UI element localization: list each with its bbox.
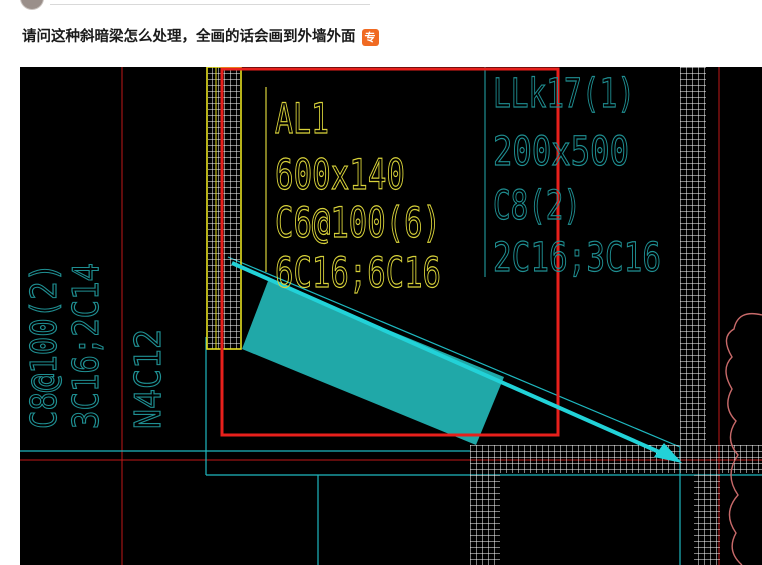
grid-column-left bbox=[208, 67, 240, 349]
llk-beam-size: 200x500 bbox=[493, 129, 629, 175]
al-beam-name: AL1 bbox=[275, 94, 329, 143]
grid-column-stub bbox=[694, 473, 720, 565]
avatar[interactable] bbox=[20, 0, 44, 10]
cad-drawing-image[interactable]: AL1 600x140 C6@100(6) 6C16;6C16 LLk17(1)… bbox=[20, 67, 762, 565]
al-beam-stirrup: C6@100(6) bbox=[275, 198, 441, 247]
divider bbox=[50, 0, 370, 5]
left-beam-stirrup: C8@100(2) bbox=[24, 263, 65, 429]
left-beam-rebar: 3C16;2C14 bbox=[66, 263, 107, 429]
post-title-text: 请问这种斜暗梁怎么处理，全画的话会画到外墙外面 bbox=[22, 29, 356, 45]
al-beam-size: 600x140 bbox=[275, 150, 405, 199]
llk-beam-rebar: 2C16;3C16 bbox=[493, 235, 661, 281]
llk-beam-name: LLk17(1) bbox=[493, 71, 635, 117]
grid-wall-bottom bbox=[470, 445, 762, 473]
red-outline-box bbox=[220, 67, 560, 437]
left-beam-waist-bar: N4C12 bbox=[128, 329, 169, 429]
arrow-head bbox=[654, 443, 682, 463]
yellow-wall-outline bbox=[206, 67, 242, 350]
revision-cloud bbox=[725, 312, 762, 565]
post-title: 请问这种斜暗梁怎么处理，全画的话会画到外墙外面专 bbox=[22, 25, 379, 49]
grid-wall-corner bbox=[470, 445, 500, 565]
arrow-shaft bbox=[231, 261, 667, 457]
cyan-wall-line bbox=[227, 256, 681, 448]
cad-drawing-canvas: AL1 600x140 C6@100(6) 6C16;6C16 LLk17(1)… bbox=[20, 67, 762, 565]
inclined-beam-fill bbox=[242, 281, 504, 445]
previous-post-strip bbox=[0, 0, 762, 10]
expert-badge: 专 bbox=[361, 28, 379, 46]
grid-wall-right bbox=[680, 67, 706, 447]
llk-beam-stirrup: C8(2) bbox=[493, 183, 581, 229]
al-beam-rebar: 6C16;6C16 bbox=[275, 248, 441, 297]
